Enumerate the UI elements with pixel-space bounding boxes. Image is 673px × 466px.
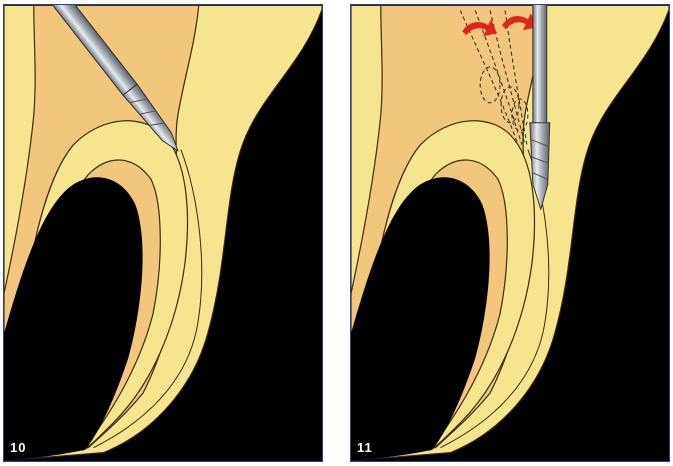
tooth-diagram-10	[4, 5, 322, 461]
panel-label-10: 10	[10, 440, 26, 455]
panel-label-11: 11	[357, 440, 373, 455]
tooth-diagram-11	[351, 5, 669, 461]
panel-11: 11	[350, 4, 670, 462]
panel-10: 10	[3, 4, 323, 462]
endodontic-file-icon	[530, 5, 550, 209]
